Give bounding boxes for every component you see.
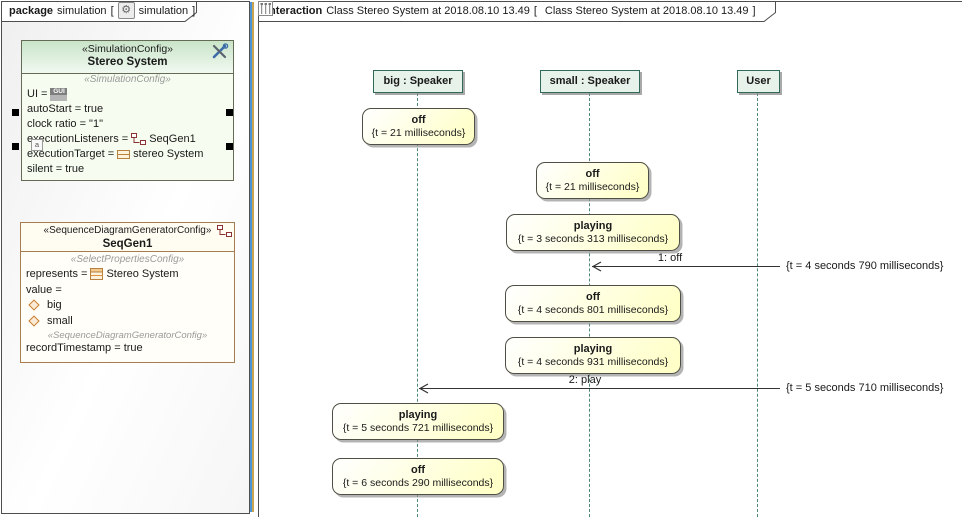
seqgen-config-box[interactable]: «SequenceDiagramGeneratorConfig» SeqGen1… [20, 222, 235, 363]
target-label: executionTarget = [27, 148, 115, 160]
anchor-badge-icon: a [31, 139, 43, 151]
state-constraint: {t = 4 seconds 931 milliseconds} [517, 356, 669, 368]
frame-bracket-open: [ [533, 4, 537, 17]
state-name: playing [573, 343, 613, 355]
state-name: off [411, 114, 426, 126]
message-arrowhead-icon [418, 383, 429, 397]
ui-label: UI = [27, 88, 48, 100]
message-timestamp: {t = 4 seconds 790 milliseconds} [786, 260, 944, 272]
value-item-label: small [47, 315, 73, 327]
frame-bracket-open: [ [110, 4, 114, 17]
state-constraint: {t = 5 seconds 721 milliseconds} [342, 422, 494, 434]
sequence-generator-icon [131, 133, 147, 145]
message-arrowhead-icon [591, 261, 602, 275]
represents-label: represents = [26, 268, 88, 280]
seqgen-config-header[interactable]: «SequenceDiagramGeneratorConfig» SeqGen1 [21, 223, 234, 252]
state-invariant[interactable]: off {t = 21 milliseconds} [362, 108, 475, 145]
message-line[interactable] [592, 266, 780, 267]
body-stereotype: «SimulationConfig» [84, 74, 171, 85]
value-item-small[interactable]: small [26, 314, 73, 328]
seqgen-stereotype: «SequenceDiagramGeneratorConfig» [43, 225, 212, 236]
lifeline-big-speaker[interactable] [417, 93, 418, 517]
state-constraint: {t = 21 milliseconds} [371, 127, 466, 139]
frame-selection-line-tan [252, 2, 254, 512]
state-invariant[interactable]: off {t = 6 seconds 290 milliseconds} [332, 458, 504, 495]
message-line[interactable] [419, 388, 780, 389]
message-label[interactable]: 1: off [657, 252, 683, 264]
property-row-value[interactable]: value = [26, 284, 62, 296]
simulation-config-box[interactable]: «SimulationConfig» Stereo System «Simula… [21, 40, 234, 181]
property-row-represents[interactable]: represents = Stereo System [26, 266, 179, 282]
frame-bracket-close: ] [752, 4, 756, 17]
represents-value: Stereo System [106, 268, 179, 280]
selection-handle[interactable] [226, 109, 233, 116]
property-row-ui[interactable]: UI = GUI [27, 87, 68, 101]
frame-keyword: interaction [266, 4, 323, 17]
frame-diagram-name: simulation [138, 4, 189, 17]
lifeline-head-small-speaker[interactable]: small : Speaker [540, 70, 640, 93]
part-diamond-icon [28, 315, 40, 327]
lifeline-head-big-speaker[interactable]: big : Speaker [373, 70, 463, 93]
property-row-execution-target[interactable]: executionTarget = stereo System [27, 147, 203, 161]
state-constraint: {t = 3 seconds 313 milliseconds} [517, 233, 669, 245]
package-diagram-icon: ⚙ [117, 2, 135, 19]
seqgen-name: SeqGen1 [102, 238, 153, 250]
generator-stereotype: «SequenceDiagramGeneratorConfig» [47, 330, 208, 341]
state-name: playing [573, 220, 613, 232]
state-invariant[interactable]: off {t = 21 milliseconds} [536, 162, 649, 199]
listeners-value: SeqGen1 [149, 133, 196, 145]
gui-icon: GUI [50, 87, 68, 101]
frame-diagram-name: Class Stereo System at 2018.08.10 13.49 [544, 4, 749, 17]
simulation-config-stereotype: «SimulationConfig» [81, 43, 174, 55]
tools-icon[interactable] [210, 43, 230, 63]
state-constraint: {t = 4 seconds 801 milliseconds} [517, 304, 669, 316]
package-frame-tab[interactable]: package simulation [ ⚙ simulation ] [1, 1, 197, 22]
frame-bracket-close: ] [192, 4, 196, 17]
property-row-clock-ratio[interactable]: clock ratio = "1" [27, 118, 103, 130]
target-value: stereo System [133, 148, 204, 160]
state-name: off [410, 464, 426, 476]
state-constraint: {t = 6 seconds 290 milliseconds} [342, 477, 494, 489]
selection-handle[interactable] [12, 109, 19, 116]
frame-selection-line-blue [250, 2, 252, 512]
lifeline-head-user[interactable]: User [737, 70, 780, 93]
property-row-autostart[interactable]: autoStart = true [27, 103, 104, 115]
property-row-silent[interactable]: silent = true [27, 163, 85, 175]
state-name: off [585, 291, 601, 303]
state-invariant[interactable]: playing {t = 5 seconds 721 milliseconds} [332, 403, 504, 440]
state-name: off [585, 168, 600, 180]
frame-title: Class Stereo System at 2018.08.10 13.49 [326, 4, 530, 17]
listeners-label: executionListeners = [27, 133, 129, 145]
state-invariant[interactable]: playing {t = 3 seconds 313 milliseconds} [506, 214, 680, 251]
part-diamond-icon [28, 299, 40, 311]
message-timestamp: {t = 5 seconds 710 milliseconds} [786, 382, 944, 394]
selection-handle[interactable] [12, 143, 19, 150]
select-properties-stereotype: «SelectPropertiesConfig» [70, 254, 185, 265]
value-item-label: big [47, 299, 62, 311]
state-name: playing [398, 409, 438, 421]
state-constraint: {t = 21 milliseconds} [545, 181, 640, 193]
sequence-generator-icon [217, 225, 232, 240]
simulation-config-name: Stereo System [87, 56, 168, 68]
selection-handle[interactable] [226, 143, 233, 150]
property-row-record-timestamp[interactable]: recordTimestamp = true [26, 342, 143, 354]
class-part-icon [117, 149, 131, 159]
message-label[interactable]: 2: play [568, 374, 602, 386]
interaction-frame-tab[interactable]: interaction Class Stereo System at 2018.… [258, 1, 776, 22]
value-item-big[interactable]: big [26, 298, 62, 312]
frame-keyword: package [9, 4, 54, 17]
frame-tab-shape [258, 1, 776, 22]
state-invariant[interactable]: off {t = 4 seconds 801 milliseconds} [505, 285, 681, 322]
frame-tab-shape [1, 1, 197, 22]
state-invariant[interactable]: playing {t = 4 seconds 931 milliseconds} [505, 337, 681, 374]
simulation-config-header[interactable]: «SimulationConfig» Stereo System [22, 41, 233, 74]
frame-title: simulation [57, 4, 107, 17]
property-row-execution-listeners[interactable]: executionListeners = SeqGen1 [27, 132, 196, 146]
lifeline-user[interactable] [757, 93, 758, 517]
class-icon [90, 268, 104, 280]
